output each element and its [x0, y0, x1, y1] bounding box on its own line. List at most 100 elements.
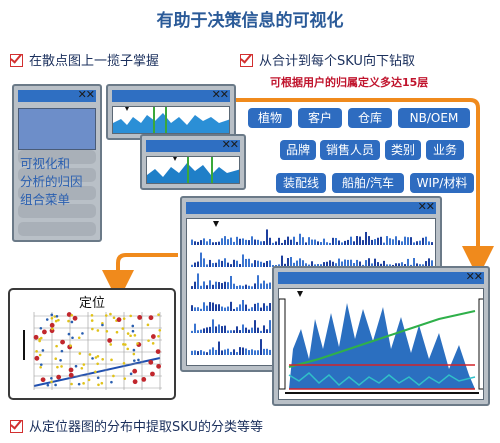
bar-mark [320, 242, 322, 245]
tag-nb-oem[interactable]: NB/OEM [398, 108, 470, 128]
bar-mark [326, 261, 328, 267]
scatter-point [60, 339, 65, 345]
tag-wip-material[interactable]: WIP/材料 [410, 173, 474, 193]
bar-mark [365, 231, 367, 245]
bar-mark [203, 351, 205, 355]
bar-mark [269, 237, 271, 245]
scatter-point [156, 363, 162, 369]
bar-mark [191, 286, 193, 289]
tag-business[interactable]: 业务 [426, 140, 464, 160]
bar-mark [299, 258, 301, 267]
bar-mark [332, 237, 334, 245]
tag-warehouse[interactable]: 仓库 [348, 108, 392, 128]
tag-category[interactable]: 类别 [385, 140, 421, 160]
bar-mark [212, 284, 214, 289]
bar-mark [227, 306, 229, 311]
bar-mark [305, 242, 307, 245]
bar-mark [350, 259, 352, 267]
scatter-point [105, 329, 109, 333]
bar-mark [251, 286, 253, 289]
bar-mark [347, 239, 349, 245]
bar-mark [248, 350, 250, 355]
bar-mark [404, 264, 406, 267]
scatter-point [60, 365, 63, 368]
menu-button[interactable] [18, 222, 96, 236]
scatter-point [101, 357, 104, 361]
bar-mark [233, 241, 235, 245]
menu-label: 组合菜单 [20, 192, 71, 207]
scatter-point [121, 327, 125, 330]
bar-mark [407, 258, 409, 267]
close-icon[interactable]: ✕✕ [465, 270, 483, 283]
scatter-point [133, 334, 137, 337]
tag-salesperson[interactable]: 销售人员 [320, 140, 380, 160]
bar-mark [365, 260, 367, 267]
bar-mark [275, 241, 277, 245]
bar-mark [266, 261, 268, 267]
bar-mark [281, 255, 283, 267]
close-icon[interactable]: ✕✕ [221, 138, 239, 151]
bar-mark [257, 302, 259, 311]
bar-mark [233, 349, 235, 355]
bar-mark [215, 304, 217, 311]
scatter-point [59, 359, 62, 362]
scatter-point [55, 344, 58, 348]
bar-mark [248, 285, 250, 289]
tag-brand[interactable]: 品牌 [280, 140, 316, 160]
bar-mark [401, 241, 403, 245]
close-icon[interactable]: ✕✕ [417, 200, 435, 213]
scatter-point [110, 358, 113, 362]
bar-mark [431, 242, 433, 245]
chart-pane [146, 156, 240, 184]
bar-mark [329, 260, 331, 267]
scatter-point [107, 338, 113, 343]
tag-assembly-line[interactable]: 装配线 [276, 173, 326, 193]
bar-mark [407, 237, 409, 245]
close-icon[interactable]: ✕✕ [211, 88, 229, 101]
bar-mark [236, 307, 238, 311]
bar-mark [335, 237, 337, 245]
tag-plant[interactable]: 植物 [248, 108, 292, 128]
scatter-point [158, 328, 162, 332]
bar-mark [416, 241, 418, 245]
scatter-point [70, 320, 74, 324]
bar-mark [344, 240, 346, 245]
bar-mark [425, 236, 427, 245]
bar-mark [305, 263, 307, 267]
scatter-point [131, 324, 135, 328]
bar-mark [338, 258, 340, 267]
scatter-point [129, 334, 132, 338]
bar-mark [371, 239, 373, 245]
bar-mark [380, 263, 382, 267]
menu-button[interactable] [18, 168, 96, 182]
bar-mark [218, 324, 220, 333]
bar-mark [254, 239, 256, 245]
scatter-point [82, 382, 85, 385]
scatter-point [110, 380, 113, 384]
tag-ship-car[interactable]: 船舶/汽车 [332, 173, 404, 193]
bar-mark [266, 305, 268, 311]
menu-button[interactable] [18, 186, 96, 200]
bar-mark [215, 242, 217, 245]
bar-mark [317, 241, 319, 245]
bar-mark [221, 350, 223, 355]
bar-mark [326, 242, 328, 245]
scatter-point [112, 374, 115, 378]
scatter-point [122, 343, 125, 346]
scatter-point [137, 315, 143, 320]
scatter-point [115, 330, 119, 334]
scatter-point [39, 365, 42, 369]
bar-mark [236, 260, 238, 267]
menu-button[interactable] [18, 204, 96, 218]
scatter-point [70, 313, 74, 317]
scatter-point [131, 329, 135, 333]
bar-mark [242, 254, 244, 267]
menu-button[interactable] [18, 150, 96, 164]
tag-customer[interactable]: 客户 [298, 108, 342, 128]
bar-mark [200, 285, 202, 289]
close-icon[interactable]: ✕✕ [77, 88, 95, 101]
bar-mark [428, 258, 430, 267]
checkbox-icon [10, 420, 23, 433]
bar-mark [242, 285, 244, 289]
